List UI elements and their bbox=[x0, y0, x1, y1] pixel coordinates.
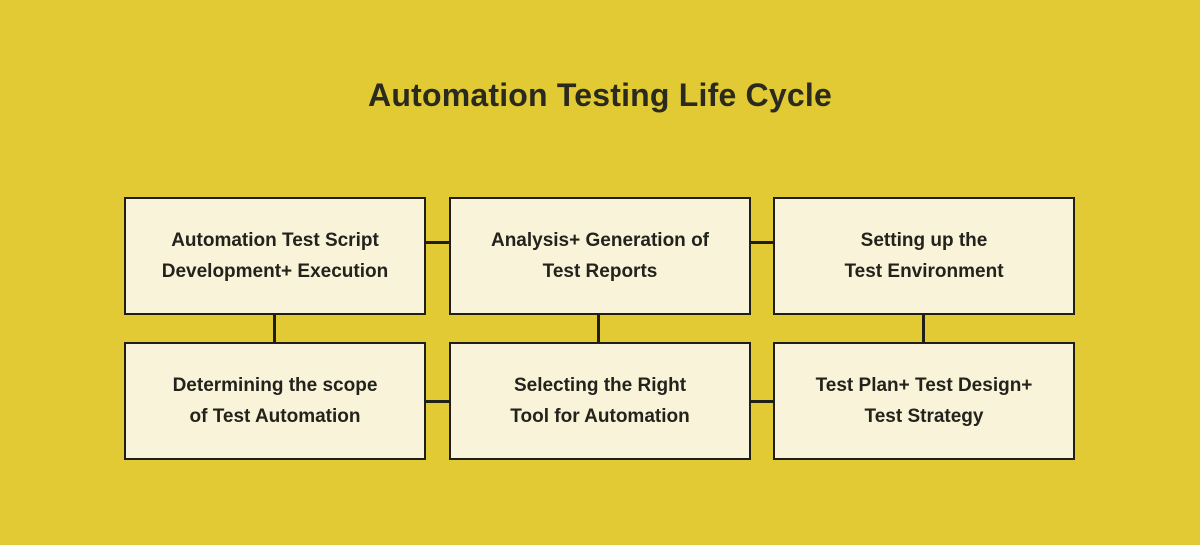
box-label-line: of Test Automation bbox=[189, 406, 361, 427]
box-determining-scope-test-automation: Determining the scope of Test Automation bbox=[124, 342, 426, 460]
box-setting-up-test-environment: Setting up the Test Environment bbox=[773, 197, 1075, 315]
box-label-line: Selecting the Right bbox=[513, 375, 687, 396]
diagram-title: Automation Testing Life Cycle bbox=[368, 77, 832, 113]
connector-box2-box5 bbox=[597, 314, 600, 344]
box-label-line: Tool for Automation bbox=[510, 406, 690, 427]
connector-box5-box6 bbox=[749, 400, 775, 403]
box-selecting-right-tool-automation: Selecting the Right Tool for Automation bbox=[449, 342, 751, 460]
box-label-line: Test Plan+ Test Design+ bbox=[815, 375, 1033, 396]
box-label-line: Test Environment bbox=[844, 261, 1004, 282]
connector-box2-box3 bbox=[749, 241, 775, 244]
box-label-line: Analysis+ Generation of bbox=[490, 230, 710, 251]
connector-box1-box2 bbox=[424, 241, 451, 244]
box-label-line: Automation Test Script bbox=[171, 230, 379, 251]
connector-box3-box6 bbox=[922, 314, 925, 344]
connector-box4-box5 bbox=[424, 400, 451, 403]
box-label-line: Determining the scope bbox=[172, 375, 378, 396]
box-analysis-generation-test-reports: Analysis+ Generation of Test Reports bbox=[449, 197, 751, 315]
box-test-plan-design-strategy: Test Plan+ Test Design+ Test Strategy bbox=[773, 342, 1075, 460]
box-label-line: Setting up the bbox=[860, 230, 988, 251]
box-label-line: Test Reports bbox=[542, 261, 658, 282]
connector-box1-box4 bbox=[273, 314, 276, 344]
box-test-script-development-execution: Automation Test Script Development+ Exec… bbox=[124, 197, 426, 315]
box-label-line: Development+ Execution bbox=[161, 261, 389, 282]
box-label-line: Test Strategy bbox=[864, 406, 984, 427]
